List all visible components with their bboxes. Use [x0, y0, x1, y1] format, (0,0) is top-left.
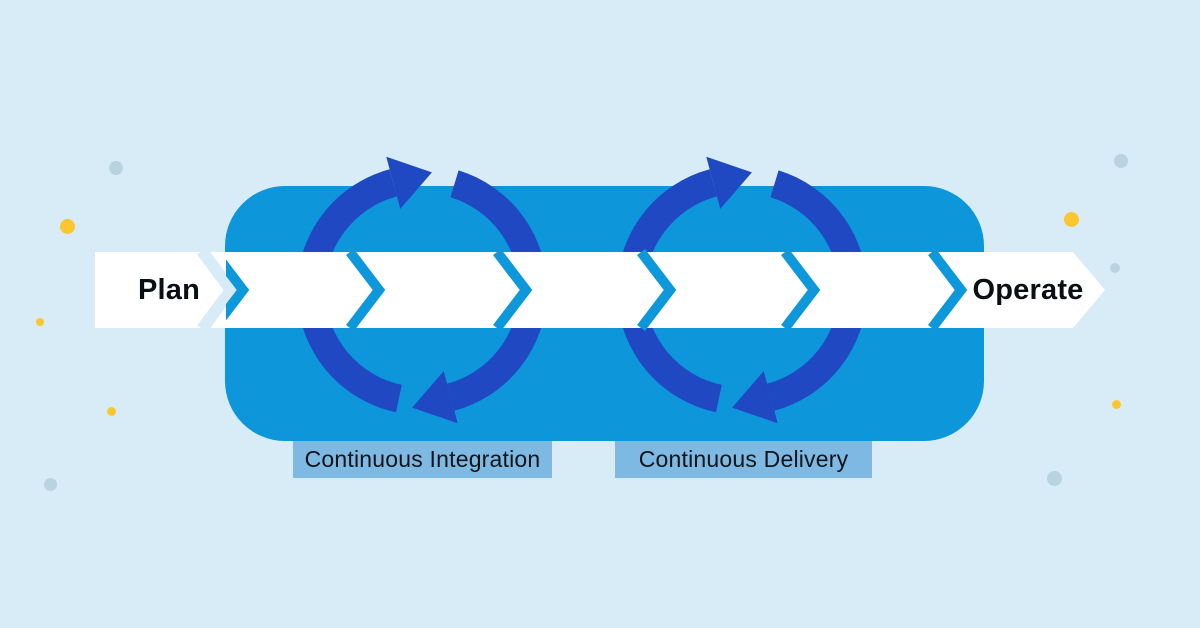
decor-dot	[1064, 212, 1079, 227]
chevron-divider	[928, 248, 968, 332]
chevron-divider-pale	[197, 247, 239, 333]
decor-dot	[1047, 471, 1062, 486]
decor-dot	[60, 219, 75, 234]
decor-dot	[109, 161, 123, 175]
cd-loop-arrowheads	[706, 156, 778, 424]
chevron-dividers	[197, 247, 968, 333]
chevron-divider	[781, 248, 821, 332]
ci-loop-arrowheads	[386, 156, 458, 424]
decor-dot	[107, 407, 116, 416]
loop-arrowhead-icon	[412, 371, 458, 424]
chevron-divider	[346, 248, 386, 332]
pipeline-band	[95, 252, 1105, 328]
chevron-divider	[226, 259, 250, 321]
loop-arrowhead-icon	[706, 156, 752, 209]
loop-arrowhead-icon	[386, 156, 432, 209]
decor-dot	[1110, 263, 1120, 273]
stage-label-operate: Operate	[972, 273, 1084, 306]
decor-dot	[1114, 154, 1128, 168]
ci-label-box: Continuous Integration	[293, 441, 552, 478]
cd-label-box: Continuous Delivery	[615, 441, 872, 478]
chevron-divider	[637, 248, 677, 332]
stage-label-plan: Plan	[137, 273, 201, 306]
decor-dot	[36, 318, 44, 326]
decor-dot	[44, 478, 57, 491]
loop-arrowhead-icon	[732, 371, 778, 424]
decor-dot	[1112, 400, 1121, 409]
chevron-divider	[493, 248, 533, 332]
